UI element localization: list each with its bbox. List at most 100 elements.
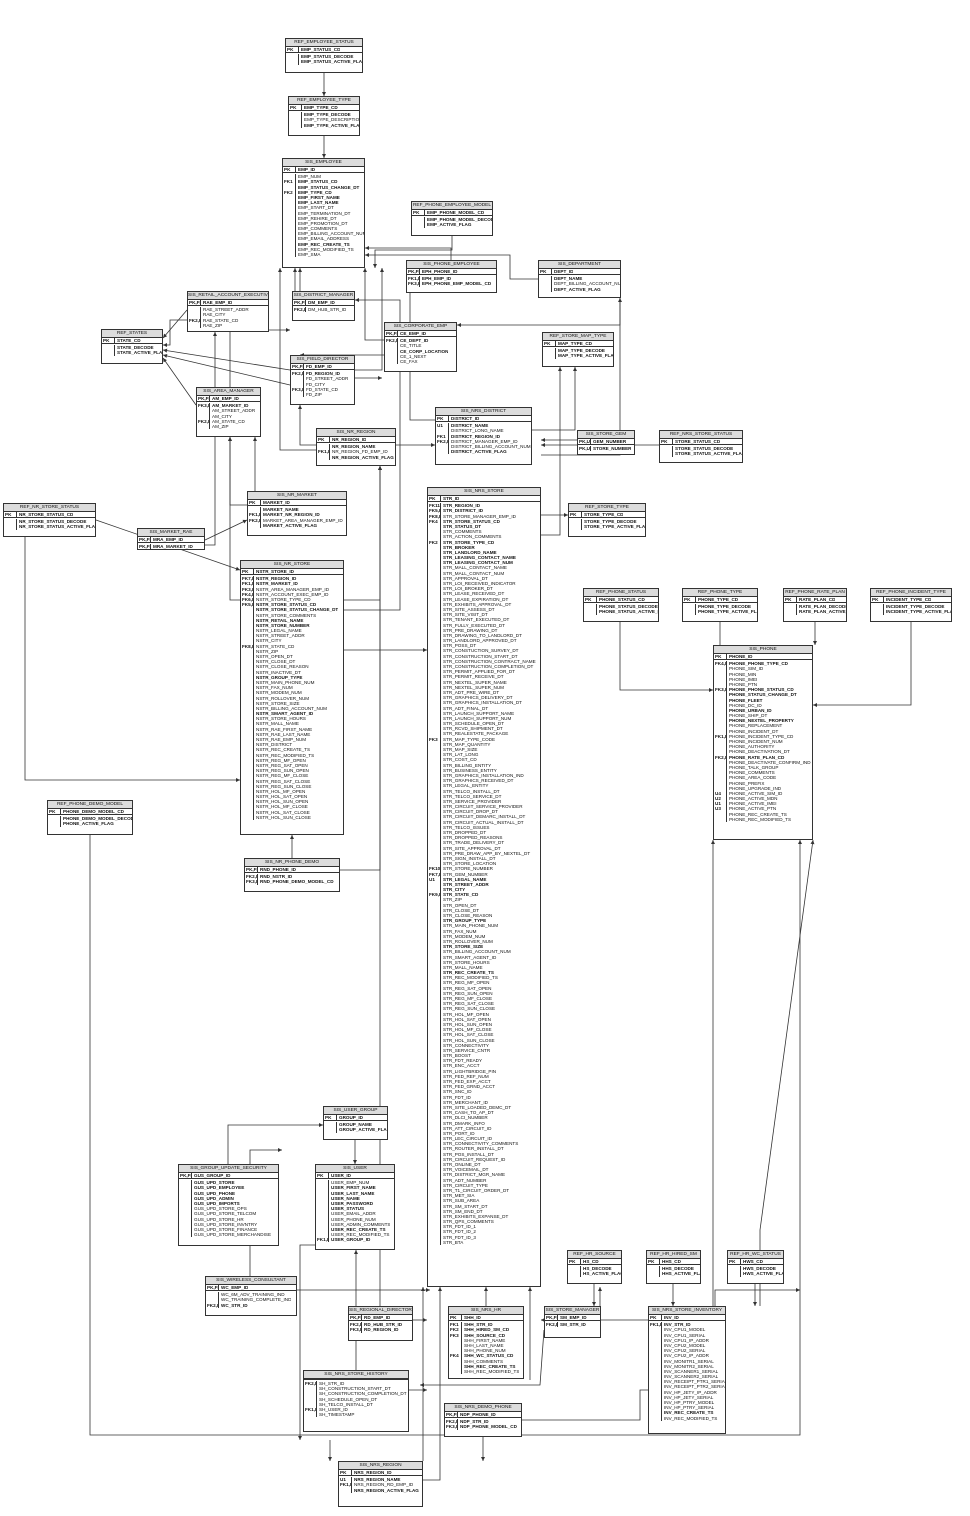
field-name: STR_STREET_ADDR (443, 881, 489, 887)
relationship-line (229, 329, 290, 387)
relationship-arrowhead (481, 1457, 485, 1461)
field-name: STR_NEXTEL_SUPER_NUM (443, 684, 505, 690)
relationship-arrowhead (163, 333, 168, 338)
field-name: NR_REGION_FD_EMP_ID (332, 449, 388, 455)
field-name: NSTR_REG_MF_CLOSE (256, 773, 309, 779)
entity-title: SIS_NRS_STORE_HISTORY (304, 1371, 408, 1379)
field-name: STR_T1_CIRCUIT_ORDER_DT (443, 1187, 510, 1193)
entity-title: SIS_GROUP_UPDATE_SECURITY (179, 1165, 278, 1173)
entity-title: SIS_EMPLOYEE (283, 159, 364, 167)
field-name: EMP_STATUS_ACTIVE_FLAG (301, 59, 362, 65)
key-marker: PK (4, 512, 17, 518)
field-name: PHONE_PREFIX (729, 780, 765, 786)
relationship-line (365, 254, 538, 280)
field-name: SHH_HIRED_SM_CD (464, 1327, 510, 1333)
relationship-arrowhead (213, 332, 217, 336)
entity-title: SIS_NR_REGION (317, 429, 395, 437)
relationship-arrowhead (163, 358, 167, 363)
field-name: NSTR_REG_SAT_CLOSE (256, 778, 311, 784)
entity-sis-phone-employee: SIS_PHONE_EMPLOYEEPK,FK2EPH_PHONE_IDFK1,… (406, 260, 497, 293)
field-name: STR_CIRCUIT_TYPE (443, 1182, 488, 1188)
field-name: INCIDENT_TYPE_DECODE (886, 604, 945, 610)
field-name: STR_MAIN_PHONE_NUM (443, 923, 499, 929)
field-name: GUS_UPD_STORE_HR (194, 1216, 244, 1222)
field-name: STR_GRAPHICS_RECEIVED_DT (443, 778, 514, 784)
field-name: NR_REGION_NAME (332, 444, 376, 450)
field-name: STORE_STATUS_ACTIVE_FLAG (675, 451, 742, 457)
attribute-list: FK3,I1FK2,I2AM_MARKET_IDAM_STREET_ADDRAM… (197, 402, 260, 430)
entity-title: REF_PHONE_RATE_PLAN (784, 589, 846, 597)
field-name: STR_SITE_LOADED_DEMC_DT (443, 1104, 512, 1110)
field-name: USER_FIRST_NAME (331, 1185, 376, 1191)
attribute-list: PK,FK2,I2MRA_MARKET_ID (138, 543, 204, 549)
key-column (568, 1266, 581, 1277)
relationship-arrowhead (421, 1287, 425, 1291)
entity-sis-regional-director: SIS_REGIONAL_DIRECTORPK,FK1RD_EMP_IDFK2,… (348, 1306, 413, 1341)
attribute-list: FK2,I1WC_6M_ADV_TRAINING_INDWC_TRAINING_… (206, 1291, 296, 1309)
field-name: STR_DMARK_INFO (443, 1120, 485, 1126)
field-name: PHONE_REPLACEMENT (729, 723, 783, 729)
key-column: FK1,I1FK2,I2 (248, 507, 261, 528)
field-name: STR_HOL_SAT_CLOSE (443, 1032, 494, 1038)
field-name: INV_CPU1_SERIAL (664, 1332, 706, 1338)
field-key (429, 1240, 440, 1245)
field-key: FK7,I7 (242, 576, 253, 582)
key-marker: PK,FK1 (546, 1315, 558, 1321)
key-marker: PK,U1 (579, 439, 591, 445)
field-key: FK3,I2 (350, 1327, 361, 1333)
field-name: PHONE_ACTIVE_SIM_ID (729, 790, 783, 796)
field-key: FK2,I2 (198, 418, 209, 424)
field-name: INV_CPU2_IP_ADDR (664, 1353, 709, 1359)
field-name: SH_CONSTRUCTION_COMPLETION_DT (319, 1391, 407, 1397)
key-column: FK1,I1 (317, 444, 330, 460)
field-name: STR_LIGHTBRIDGE_PIN (443, 1068, 497, 1074)
entity-sis-store-manager: SIS_STORE_MANAGERPK,FK1SM_EMP_IDFK2,I1SM… (544, 1306, 601, 1338)
field-key (715, 817, 726, 822)
field-name: FD_CITY (306, 381, 326, 387)
attribute-list: PK,U2STORE_NUMBER (578, 445, 634, 452)
attribute-list: FK2,I1FK1,I2SH_STR_IDSH_CONSTRUCTION_STA… (304, 1380, 408, 1418)
field-key: FK2,I2 (246, 874, 257, 880)
field-name: STR_HOL_SAT_OPEN (443, 1016, 491, 1022)
key-column (286, 54, 299, 65)
field-name: EMP_START_DT (298, 205, 334, 211)
field-name: NSTR_OPEN_DT (256, 654, 293, 660)
field-key (544, 353, 555, 358)
field-name: STR_REG_SUN_OPEN (443, 990, 493, 996)
field-name: STORE_TYPE_DECODE (584, 519, 637, 525)
field-name: SH_USER_ID (319, 1406, 348, 1412)
field-name: STR_GRAPHICS_INSTALLATION_DT (443, 700, 522, 706)
field-name: EMP_SMA (298, 252, 321, 258)
key-column (4, 519, 17, 530)
primary-key-field: AM_EMP_ID (212, 396, 239, 401)
relationship-arrowhead (236, 778, 240, 782)
field-key: FK2,I1 (294, 307, 305, 313)
field-key: FK2 (450, 1327, 459, 1333)
relationship-arrowhead (671, 1302, 675, 1306)
field-name: STR_LAUNCH_SUPPORT_NUM (443, 715, 512, 721)
relationship-arrowhead (484, 1287, 488, 1291)
field-key (872, 609, 883, 614)
field-name: SH_TIMESTAMP (319, 1412, 355, 1418)
field-name: NSTR_REG_SUN_CLOSE (256, 783, 312, 789)
field-name: MAP_TYPE_ACTIVE_FLAG (558, 353, 613, 359)
field-name: STR_EXHIBITS_EXPANSE_DT (443, 1213, 509, 1219)
field-name: NSTR_HOL_SUN_OPEN (256, 799, 309, 805)
key-column (102, 345, 115, 356)
field-key: FK3,I2 (446, 1424, 457, 1430)
key-marker: PK,FK2 (408, 269, 420, 275)
key-marker: PK (660, 439, 673, 445)
field-key: FK3,I3 (242, 586, 253, 592)
key-column (324, 1122, 337, 1133)
